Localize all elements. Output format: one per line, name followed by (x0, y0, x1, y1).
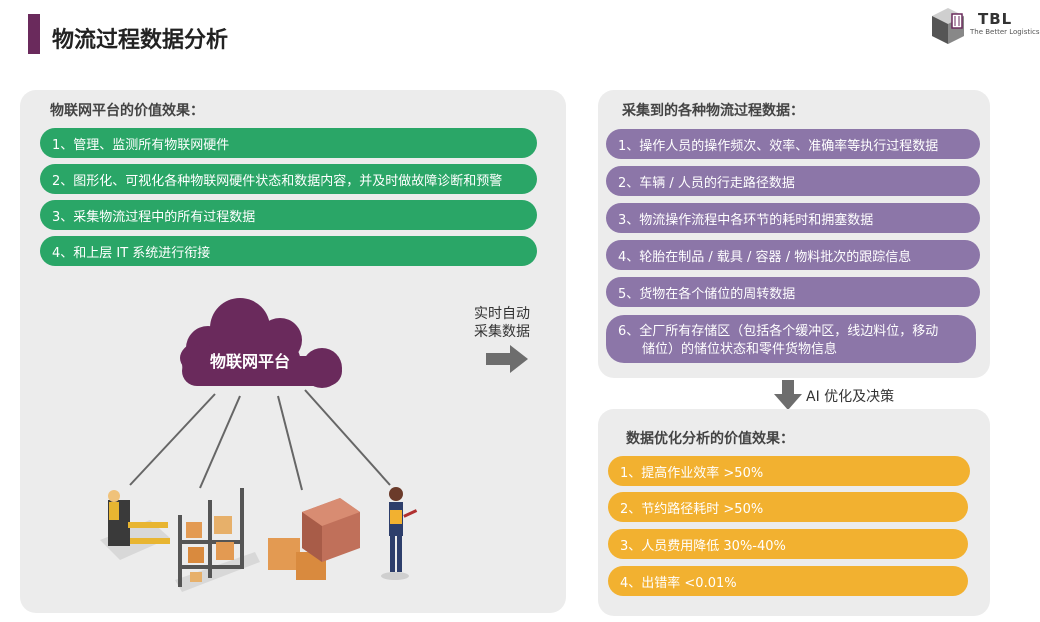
collected-data-item-5: 5、货物在各个储位的周转数据 (606, 277, 980, 307)
iot-network-illustration (100, 298, 418, 592)
collected-data-item-6: 6、全厂所有存储区（包括各个缓冲区，线边料位，移动 储位）的储位状态和零件货物信… (606, 315, 976, 363)
collected-data-item-6-line1: 6、全厂所有存储区（包括各个缓冲区，线边料位，移动 (618, 324, 939, 339)
forklift-icon (100, 490, 170, 560)
boxes-icon (268, 498, 360, 580)
transfer-label-line2: 采集数据 (474, 324, 530, 340)
cloud-label: 物联网平台 (210, 352, 291, 371)
optimization-value-item-1: 1、提高作业效率 >50% (608, 456, 970, 486)
tbl-logo-icon (932, 8, 964, 44)
right-arrow-icon (486, 345, 528, 373)
logo-tagline: The Better Logistics (970, 28, 1040, 36)
page-title: 物流过程数据分析 (52, 28, 229, 53)
ai-optimization-label: AI 优化及决策 (806, 389, 895, 405)
transfer-label: 实时自动 采集数据 (474, 305, 530, 341)
title-accent-bar (28, 14, 40, 54)
down-arrow-icon (774, 380, 802, 410)
iot-value-item-2: 2、图形化、可视化各种物联网硬件状态和数据内容，并及时做故障诊断和预警 (40, 164, 537, 194)
collected-data-heading: 采集到的各种物流过程数据： (622, 103, 804, 119)
collected-data-item-1: 1、操作人员的操作频次、效率、准确率等执行过程数据 (606, 129, 980, 159)
transfer-label-line1: 实时自动 (474, 306, 530, 322)
optimization-value-heading: 数据优化分析的价值效果： (626, 431, 794, 447)
iot-value-item-4: 4、和上层 IT 系统进行衔接 (40, 236, 537, 266)
connection-lines (129, 389, 391, 491)
collected-data-item-2: 2、车辆 / 人员的行走路径数据 (606, 166, 980, 196)
iot-value-item-1: 1、管理、监测所有物联网硬件 (40, 128, 537, 158)
shelf-icon (175, 488, 260, 592)
worker-icon (381, 487, 418, 580)
collected-data-item-6-line2: 储位）的储位状态和零件货物信息 (642, 342, 838, 357)
optimization-value-item-2: 2、节约路径耗时 >50% (608, 492, 968, 522)
iot-value-item-3: 3、采集物流过程中的所有过程数据 (40, 200, 537, 230)
cloud-icon (180, 298, 342, 388)
logo-name: TBL (978, 10, 1013, 28)
optimization-value-item-4: 4、出错率 <0.01% (608, 566, 968, 596)
iot-value-heading: 物联网平台的价值效果： (50, 103, 204, 119)
optimization-value-item-3: 3、人员费用降低 30%-40% (608, 529, 968, 559)
collected-data-item-3: 3、物流操作流程中各环节的耗时和拥塞数据 (606, 203, 980, 233)
collected-data-item-4: 4、轮胎在制品 / 载具 / 容器 / 物料批次的跟踪信息 (606, 240, 980, 270)
